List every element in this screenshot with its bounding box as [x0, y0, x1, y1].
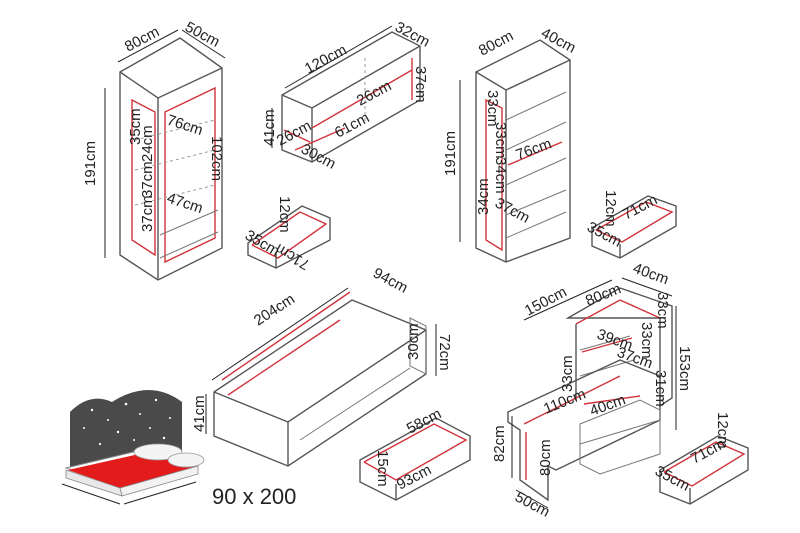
shelf-unit-dim-8: 37cm [492, 195, 532, 227]
wall-cabinet-dim-4: 41cm [261, 109, 278, 146]
bed-dim-1: 94cm [370, 265, 410, 297]
desk-drawing [507, 277, 677, 509]
desk-dim-9: 31cm [652, 370, 669, 407]
shelf-unit-dim-2: 191cm [442, 131, 459, 176]
desk-dim-8: 153cm [676, 346, 693, 391]
bed-dim-4: 41cm [191, 395, 208, 432]
desk-dim-3: 33cm [654, 292, 671, 329]
desk-dim-1: 40cm [631, 260, 671, 289]
bed-drawer-dim-1: 15cm [374, 450, 391, 487]
wall-cabinet-drawing [271, 25, 421, 163]
wall-cabinet-dim-6: 61cm [332, 109, 372, 141]
drawer-right-top-dim-2: 71cm [620, 191, 660, 223]
bed-size-label: 90 x 200 [212, 484, 296, 509]
drawer-left-dim-0: 12cm [276, 196, 293, 233]
bed-dim-2: 30cm [405, 323, 422, 360]
bed-preview-image [61, 390, 205, 505]
desk-drawer-drawing [659, 435, 749, 505]
bed-drawer-dim-2: 93cm [394, 461, 434, 493]
wardrobe-dim-6: 37cm [139, 195, 156, 232]
drawer-left-dim-2: 71cm [273, 240, 313, 273]
desk-dim-13: 80cm [537, 439, 554, 476]
wall-cabinet-dim-1: 32cm [392, 19, 432, 51]
shelf-unit-dim-6: 34cm [475, 178, 492, 215]
bed-dim-0: 204cm [251, 291, 298, 330]
wardrobe-dim-2: 191cm [82, 141, 99, 186]
wall-cabinet-dim-3: 26cm [354, 77, 394, 109]
desk-dim-12: 82cm [491, 425, 508, 462]
wardrobe-dim-9: 47cm [165, 190, 205, 218]
shelf-unit-dim-4: 33cm [492, 122, 509, 159]
wardrobe-dim-7: 76cm [165, 112, 205, 140]
wardrobe-dim-8: 102cm [208, 136, 225, 181]
desk-drawer-dim-0: 12cm [714, 412, 731, 449]
wardrobe-dim-3: 35cm [127, 108, 144, 145]
shelf-unit-dim-3: 33cm [484, 90, 501, 127]
bed-dim-3: 72cm [436, 334, 453, 371]
desk-dim-11: 40cm [588, 391, 628, 420]
desk-dim-0: 150cm [522, 283, 570, 319]
wall-cabinet-dim-2: 37cm [412, 66, 429, 103]
wardrobe-drawing [104, 29, 226, 281]
wardrobe-dim-1: 50cm [182, 19, 222, 51]
wall-cabinet-dim-7: 30cm [298, 141, 338, 173]
drawer-left-drawing [247, 205, 331, 269]
shelf-unit-dim-5: 34cm [492, 157, 509, 194]
drawer-right-top-drawing [591, 195, 677, 259]
bed-drawing [205, 287, 437, 467]
desk-dim-14: 50cm [512, 489, 552, 521]
shelf-unit-dim-7: 76cm [514, 135, 554, 164]
desk-dim-2: 80cm [583, 280, 623, 310]
wardrobe-dim-4: 24cm [139, 125, 156, 162]
drawer-right-top-dim-0: 12cm [602, 190, 619, 227]
desk-drawer-dim-2: 71cm [688, 435, 728, 467]
bed-drawer-drawing [359, 417, 471, 501]
bed-drawer-dim-0: 58cm [404, 405, 444, 437]
desk-dim-5: 33cm [638, 322, 655, 359]
desk-dim-6: 33cm [559, 355, 576, 392]
wardrobe-dim-5: 37cm [139, 161, 156, 198]
shelf-unit-drawing [459, 39, 571, 263]
wall-cabinet-dim-0: 120cm [302, 41, 350, 77]
